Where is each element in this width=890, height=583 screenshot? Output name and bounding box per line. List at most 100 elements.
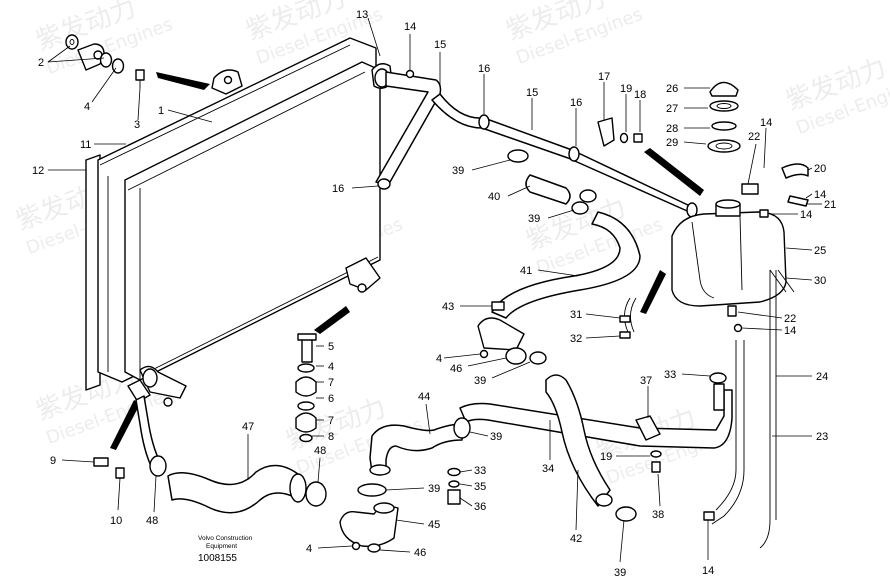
callout-33: 33 xyxy=(474,465,486,477)
arrow xyxy=(314,306,350,334)
hose-clamp-39b xyxy=(571,201,589,215)
hose-clips xyxy=(619,297,637,339)
bolt-38 xyxy=(651,461,661,473)
spacer-6 xyxy=(297,401,315,411)
callout-39: 39 xyxy=(428,483,440,495)
callout-41: 41 xyxy=(520,265,532,277)
pipe-34 xyxy=(459,389,733,449)
callout-16: 16 xyxy=(478,63,490,75)
footer-manufacturer-sub: Equipment xyxy=(206,543,237,550)
hose-clamp-39 xyxy=(507,149,529,163)
seal-33b xyxy=(447,467,461,477)
callout-9: 9 xyxy=(50,455,56,467)
tube-21 xyxy=(787,195,809,207)
callout-19: 19 xyxy=(600,451,612,463)
seal-27 xyxy=(709,100,739,112)
callout-4: 4 xyxy=(84,101,90,113)
hose-clamp-39e xyxy=(357,483,387,497)
callout-21: 21 xyxy=(824,199,836,211)
callout-26: 26 xyxy=(666,83,678,95)
tank-nipple xyxy=(741,183,759,195)
indicator-arrows xyxy=(110,72,704,450)
callout-5: 5 xyxy=(328,341,334,353)
callout-36: 36 xyxy=(474,501,486,513)
mounting-hardware-top-left xyxy=(65,34,145,88)
bracket-assembly xyxy=(597,117,643,147)
callout-14: 14 xyxy=(404,21,416,33)
bracket-37 xyxy=(635,415,661,441)
callout-14: 14 xyxy=(814,189,826,201)
washer xyxy=(65,34,79,50)
hose-clamp-39c xyxy=(529,351,547,365)
hose-40 xyxy=(525,174,571,205)
hose-segment xyxy=(713,383,725,411)
clip-31 xyxy=(619,315,631,323)
lower-coolant-pipe xyxy=(459,372,733,473)
bolt-9 xyxy=(93,457,109,467)
hose-47-assembly xyxy=(93,395,327,514)
callout-6: 6 xyxy=(328,393,334,405)
hose-clamp-48a xyxy=(149,455,167,477)
callout-34: 34 xyxy=(542,463,554,475)
hose-clamp-33 xyxy=(709,372,727,384)
callout-4: 4 xyxy=(306,543,312,555)
callout-39: 39 xyxy=(474,375,486,387)
bolt-18 xyxy=(633,133,643,143)
callout-38: 38 xyxy=(652,509,664,521)
callout-labels: 2 4 3 1 11 12 13 14 15 16 16 15 16 17 19… xyxy=(32,9,836,579)
rubber-7b xyxy=(295,412,317,433)
callout-16: 16 xyxy=(570,97,582,109)
callout-18: 18 xyxy=(634,89,646,101)
hose-clamp-39d xyxy=(453,417,471,439)
callout-14: 14 xyxy=(784,325,796,337)
callout-29: 29 xyxy=(666,137,678,149)
tube-20 xyxy=(781,163,809,179)
callout-44: 44 xyxy=(418,391,430,403)
callout-8: 8 xyxy=(328,431,334,443)
arrow xyxy=(110,400,140,450)
washer-19b xyxy=(650,450,662,458)
hose-group-upper xyxy=(477,149,641,365)
plug-36 xyxy=(447,489,461,505)
bracket-hole xyxy=(223,75,233,85)
callout-37: 37 xyxy=(640,375,652,387)
callout-45: 45 xyxy=(428,519,440,531)
bolt-4 xyxy=(479,349,489,359)
tank-filler xyxy=(715,199,741,209)
callout-42: 42 xyxy=(570,533,582,545)
callout-13: 13 xyxy=(356,9,368,21)
hose-44 xyxy=(369,423,463,473)
elbow-opening xyxy=(373,502,395,514)
callout-25: 25 xyxy=(814,245,826,257)
rubber-mount-stack xyxy=(295,333,317,443)
washer-35 xyxy=(448,480,460,488)
tank-cap-parts xyxy=(707,81,741,153)
vent-tubes xyxy=(781,163,809,207)
callout-30: 30 xyxy=(814,275,826,287)
callout-14: 14 xyxy=(702,565,714,577)
hose-clamp-39f xyxy=(615,506,637,522)
callout-22: 22 xyxy=(784,313,796,325)
callout-10: 10 xyxy=(110,515,122,527)
overflow-tubes xyxy=(703,270,777,549)
ring-28 xyxy=(711,121,737,131)
leader-lines xyxy=(47,17,822,563)
tank-body xyxy=(671,211,787,307)
drain-fittings xyxy=(447,467,461,505)
clip-32 xyxy=(619,331,631,339)
callout-17: 17 xyxy=(598,71,610,83)
elbow-45 xyxy=(339,503,399,548)
drawing-footer: Volvo Construction Equipment 1008155 xyxy=(198,535,253,564)
hose-44-assembly xyxy=(339,417,471,553)
callout-22: 22 xyxy=(748,131,760,143)
callout-46: 46 xyxy=(414,547,426,559)
callout-47: 47 xyxy=(242,421,254,433)
plug-14e xyxy=(733,323,743,333)
callout-15: 15 xyxy=(434,39,446,51)
hose-clamp-46 xyxy=(505,347,527,365)
callout-7: 7 xyxy=(328,415,334,427)
callout-7: 7 xyxy=(328,377,334,389)
washer-4c xyxy=(297,363,315,373)
hose-end xyxy=(289,473,307,503)
